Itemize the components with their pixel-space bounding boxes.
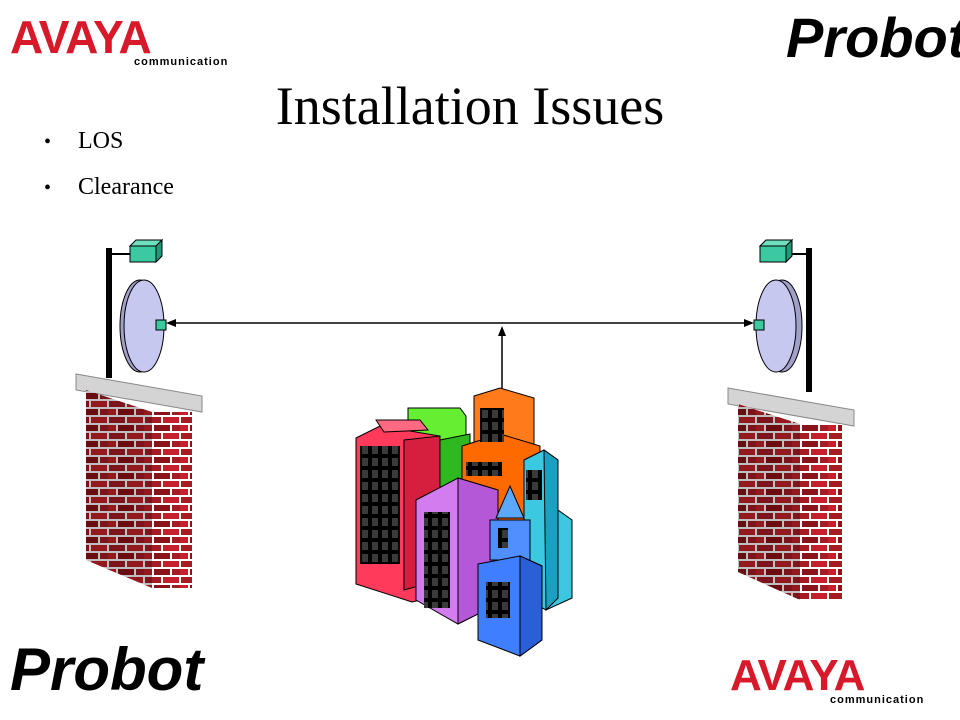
avaya-logo-word: AVAYA [10, 11, 152, 63]
bullet-item: • Clearance [44, 174, 174, 220]
avaya-logo-sub: communication [134, 56, 229, 68]
left-radio-box [128, 238, 164, 264]
avaya-logo-top: AVAYA communication [10, 14, 228, 68]
avaya-logo-bottom: AVAYA communication [730, 651, 925, 707]
right-brick-wall [727, 387, 855, 600]
avaya-logo-sub: communication [830, 694, 925, 706]
bullet-marker: • [44, 131, 52, 153]
slide-title: Installation Issues [275, 76, 665, 136]
los-line [166, 319, 754, 327]
left-dish-icon [119, 279, 167, 373]
left-brick-wall [75, 373, 203, 588]
bullet-item: • LOS [44, 128, 174, 174]
probot-logo-word: Probot [10, 636, 204, 703]
probot-logo-top: Probot [786, 10, 960, 66]
probot-logo-bottom: Probot [10, 640, 203, 700]
left-antenna [106, 238, 167, 378]
bullet-marker: • [44, 177, 52, 199]
right-radio-box [758, 238, 794, 264]
bullet-list: • LOS • Clearance [44, 128, 174, 220]
bullet-text: Clearance [78, 174, 174, 200]
avaya-logo-word: AVAYA [730, 651, 865, 700]
bullet-text: LOS [78, 128, 124, 154]
right-antenna [753, 238, 812, 392]
city-buildings-icon [355, 387, 573, 657]
probot-logo-word: Probot [786, 6, 960, 69]
right-dish-icon [753, 279, 803, 373]
